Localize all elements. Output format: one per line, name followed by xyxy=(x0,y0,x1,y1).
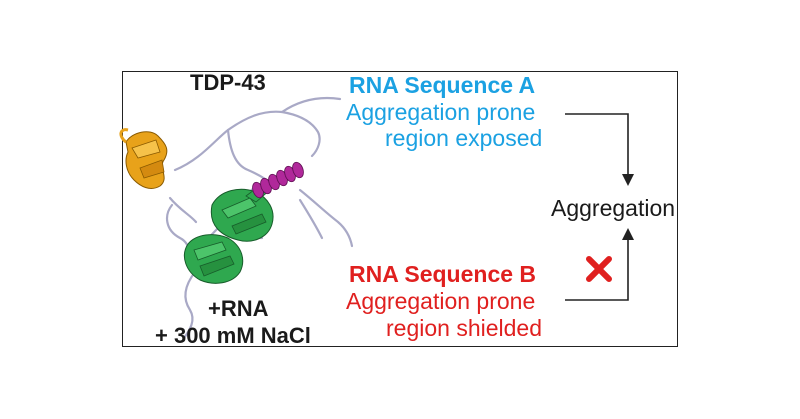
sequence-b-line1: Aggregation prone xyxy=(346,288,536,314)
rrm2-domain xyxy=(184,234,244,284)
sequence-a-line2: region exposed xyxy=(385,125,543,151)
sequence-a-line1: Aggregation prone xyxy=(346,99,536,125)
condition-salt: + 300 mM NaCl xyxy=(155,323,311,348)
sequence-b-title: RNA Sequence B xyxy=(349,261,537,287)
protein-structure xyxy=(119,96,354,340)
n-terminal-domain xyxy=(119,128,168,189)
protein-name: TDP-43 xyxy=(190,70,266,95)
x-mark-icon xyxy=(586,256,612,282)
arrow-sequence-a xyxy=(565,113,634,186)
sequence-b-line2: region shielded xyxy=(386,315,543,341)
arrow-sequence-b xyxy=(565,228,634,301)
helix-region xyxy=(252,161,304,199)
sequence-a-title: RNA Sequence A xyxy=(349,72,536,98)
aggregation-label: Aggregation xyxy=(551,195,676,221)
condition-rna: +RNA xyxy=(208,296,269,321)
